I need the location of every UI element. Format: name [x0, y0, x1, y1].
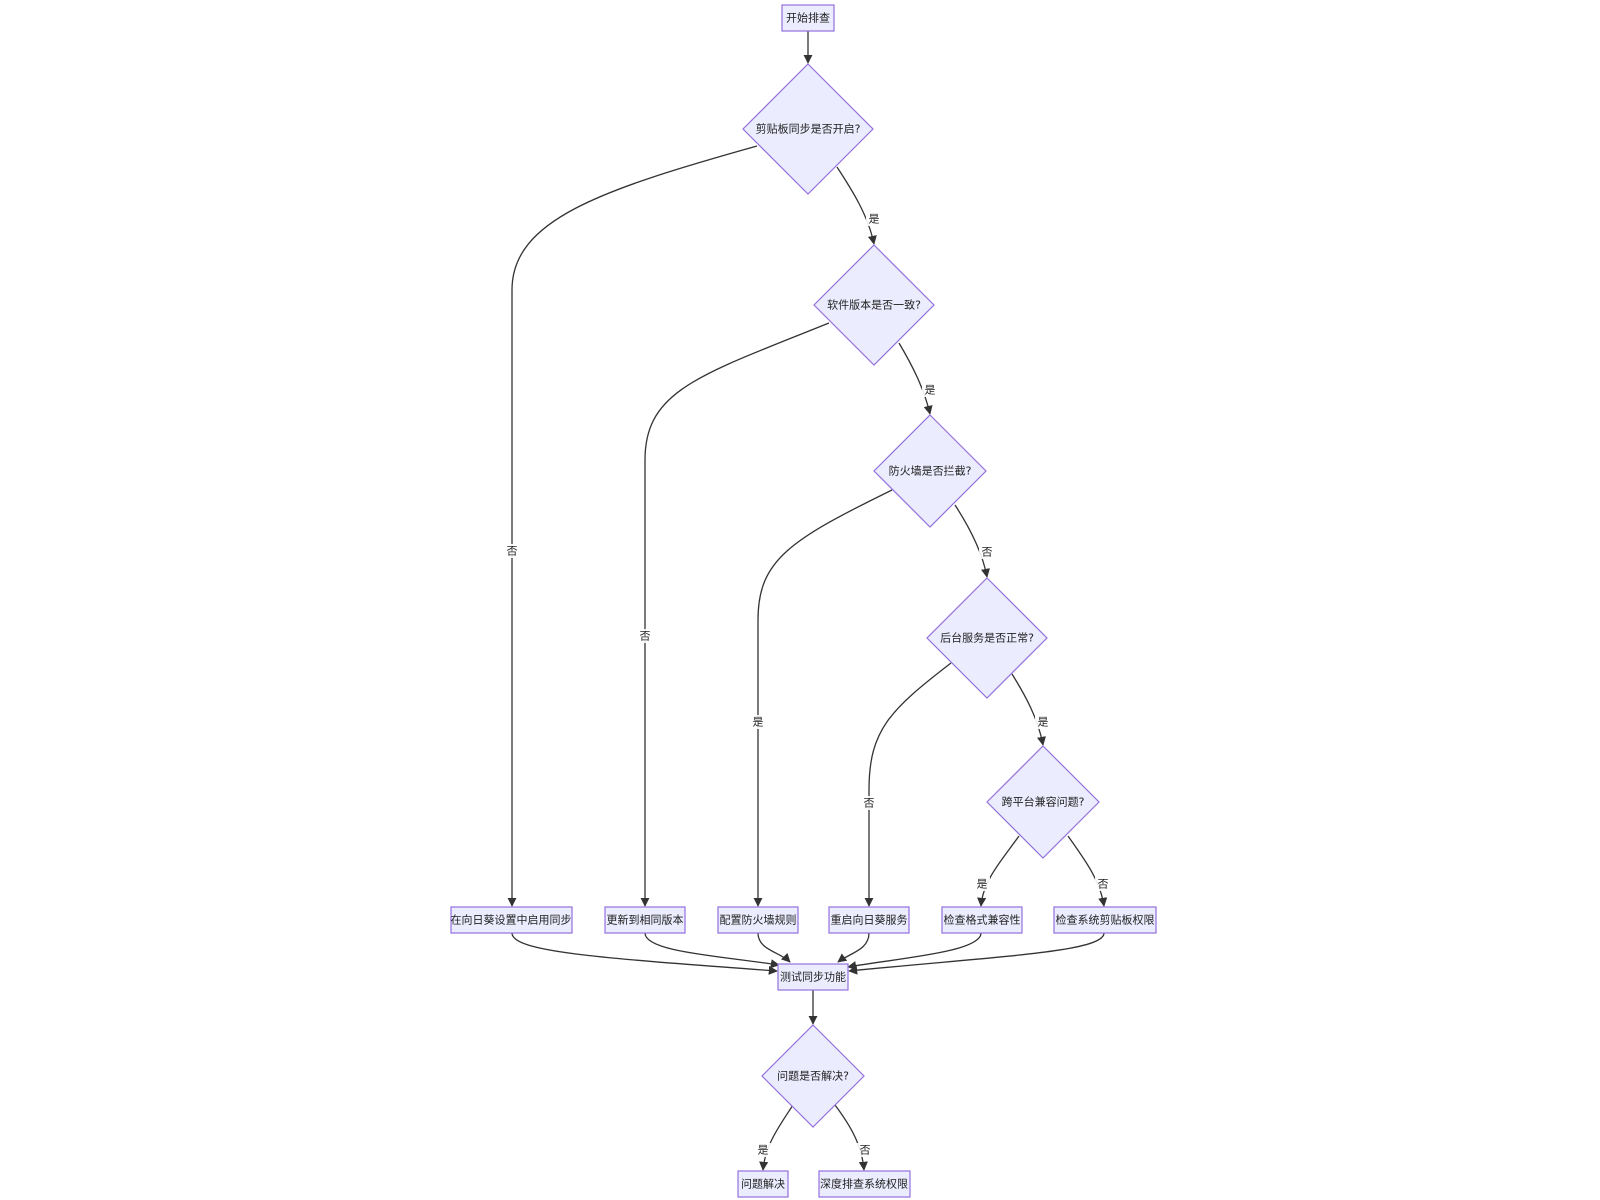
- svg-text:深度排查系统权限: 深度排查系统权限: [820, 1177, 908, 1191]
- edge-label-sync-yes: 是: [866, 212, 882, 226]
- edge-labels: 否 是 否 是 是 否 否 是: [504, 212, 1111, 1157]
- svg-text:是: 是: [977, 878, 988, 891]
- edge-label-cross-yes: 是: [974, 877, 990, 891]
- svg-text:否: 否: [1098, 878, 1109, 891]
- edge-sync-yes-to-version: [836, 166, 877, 245]
- node-deep-investigation: 深度排查系统权限: [818, 1170, 911, 1198]
- edge-update-to-test: [644, 932, 780, 969]
- node-decision-version-match: 软件版本是否一致?: [813, 244, 935, 366]
- svg-text:更新到相同版本: 更新到相同版本: [607, 913, 684, 927]
- edge-label-service-no: 否: [861, 796, 877, 810]
- svg-text:是: 是: [869, 213, 880, 226]
- edge-enable-to-test: [511, 932, 778, 975]
- edge-sync-no-to-enable: [507, 145, 758, 907]
- svg-text:测试同步功能: 测试同步功能: [780, 970, 846, 984]
- edge-version-yes-to-firewall: [898, 342, 933, 415]
- edge-restart-to-test: [837, 932, 870, 963]
- svg-text:否: 否: [860, 1144, 871, 1157]
- edge-label-sync-no: 否: [504, 544, 520, 558]
- edge-label-solved-yes: 是: [755, 1143, 771, 1157]
- edge-solved-no-to-deep: [834, 1104, 868, 1171]
- svg-text:配置防火墙规则: 配置防火墙规则: [720, 913, 797, 927]
- edge-rules-to-test: [757, 932, 791, 963]
- svg-text:剪贴板同步是否开启?: 剪贴板同步是否开启?: [756, 122, 861, 136]
- svg-text:是: 是: [1038, 716, 1049, 729]
- svg-text:否: 否: [507, 545, 518, 558]
- svg-text:开始排查: 开始排查: [786, 11, 830, 25]
- svg-text:否: 否: [864, 797, 875, 810]
- edge-label-version-yes: 是: [922, 383, 938, 397]
- edges: [507, 31, 1108, 1171]
- node-test-sync: 测试同步功能: [777, 963, 849, 991]
- edge-solved-yes-to-done: [759, 1104, 794, 1171]
- svg-text:防火墙是否拦截?: 防火墙是否拦截?: [889, 464, 972, 478]
- svg-text:否: 否: [640, 630, 651, 643]
- svg-text:是: 是: [753, 716, 764, 729]
- edge-cross-yes-to-format: [977, 835, 1020, 907]
- node-decision-sync-enabled: 剪贴板同步是否开启?: [742, 63, 874, 195]
- node-config-firewall: 配置防火墙规则: [717, 906, 799, 934]
- node-update-version: 更新到相同版本: [604, 906, 686, 934]
- svg-text:问题解决: 问题解决: [741, 1177, 785, 1191]
- node-enable-sync: 在向日葵设置中启用同步: [450, 906, 573, 934]
- edge-label-cross-no: 否: [1095, 877, 1111, 891]
- edge-service-yes-to-cross: [1011, 673, 1046, 746]
- node-check-permission: 检查系统剪贴板权限: [1053, 906, 1157, 934]
- svg-text:问题是否解决?: 问题是否解决?: [777, 1069, 849, 1083]
- edge-cross-no-to-perm: [1067, 835, 1108, 907]
- nodes: 开始排查 剪贴板同步是否开启? 软件版本是否一致? 防火墙是否拦截? 后台服务是…: [450, 4, 1157, 1198]
- node-solved: 问题解决: [737, 1170, 789, 1198]
- edge-firewall-yes-to-rules: [753, 489, 893, 907]
- node-check-format: 检查格式兼容性: [941, 906, 1023, 934]
- svg-text:重启向日葵服务: 重启向日葵服务: [831, 913, 908, 927]
- edge-label-firewall-yes: 是: [750, 715, 766, 729]
- svg-text:跨平台兼容问题?: 跨平台兼容问题?: [1002, 795, 1085, 809]
- node-restart-service: 重启向日葵服务: [828, 906, 910, 934]
- node-decision-solved: 问题是否解决?: [761, 1024, 865, 1128]
- edge-version-no-to-update: [640, 322, 830, 907]
- edge-firewall-no-to-service: [954, 504, 990, 578]
- edge-service-no-to-restart: [864, 662, 952, 907]
- svg-text:检查系统剪贴板权限: 检查系统剪贴板权限: [1056, 913, 1155, 927]
- edge-label-version-no: 否: [637, 629, 653, 643]
- node-decision-firewall: 防火墙是否拦截?: [873, 414, 987, 528]
- edge-label-firewall-no: 否: [979, 545, 995, 559]
- svg-text:在向日葵设置中启用同步: 在向日葵设置中启用同步: [451, 913, 572, 927]
- svg-text:是: 是: [925, 384, 936, 397]
- edge-label-service-yes: 是: [1035, 715, 1051, 729]
- edge-format-to-test: [847, 932, 982, 971]
- svg-text:软件版本是否一致?: 软件版本是否一致?: [827, 298, 921, 312]
- edge-label-solved-no: 否: [857, 1143, 873, 1157]
- svg-text:是: 是: [758, 1144, 769, 1157]
- svg-text:检查格式兼容性: 检查格式兼容性: [944, 913, 1021, 927]
- node-decision-cross-platform: 跨平台兼容问题?: [986, 745, 1100, 859]
- svg-text:否: 否: [982, 546, 993, 559]
- node-start: 开始排查: [781, 4, 835, 32]
- svg-text:后台服务是否正常?: 后台服务是否正常?: [940, 631, 1034, 645]
- node-decision-service: 后台服务是否正常?: [926, 577, 1048, 699]
- edge-perm-to-test: [848, 932, 1105, 975]
